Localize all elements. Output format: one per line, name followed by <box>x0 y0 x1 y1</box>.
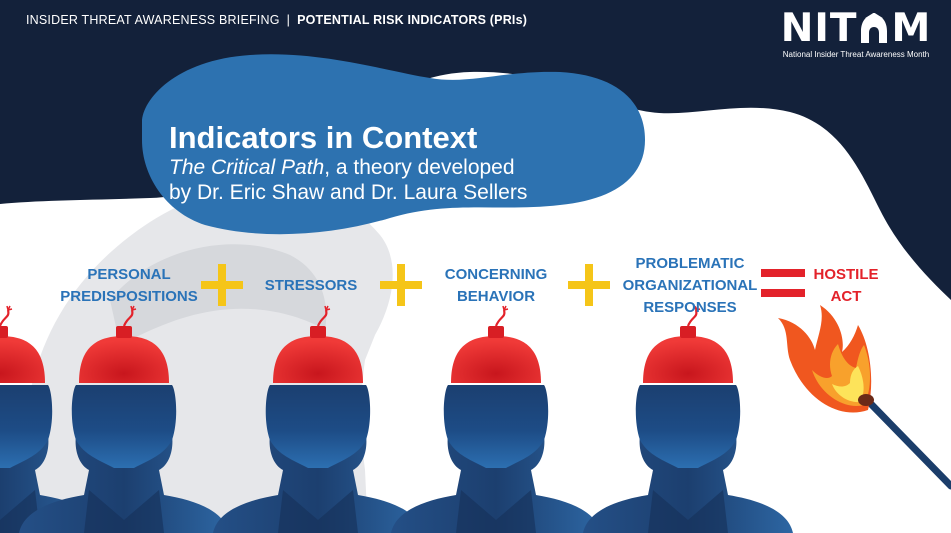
page-title: Indicators in Context <box>169 120 478 155</box>
subtitle-line-1: The Critical Path, a theory developed <box>169 155 527 180</box>
term-stressors: STRESSORS <box>264 277 358 294</box>
term-concerning-behavior: CONCERNING BEHAVIOR <box>444 266 548 305</box>
logo-word-end: M <box>891 6 932 51</box>
burning-match-icon <box>778 305 951 490</box>
subtitle-italic: The Critical Path <box>169 156 325 179</box>
logo-word-start: NIT <box>780 6 858 51</box>
subtitle-rest: , a theory developed <box>324 156 515 179</box>
term-problematic-organizational-responses: PROBLEMATIC ORGANIZATIONAL RESPONSES <box>622 255 758 316</box>
section-label: POTENTIAL RISK INDICATORS (PRIs) <box>297 13 528 27</box>
plus-icon <box>380 264 422 306</box>
briefing-label: INSIDER THREAT AWARENESS BRIEFING <box>26 13 280 27</box>
plus-icon <box>201 264 243 306</box>
equals-icon <box>761 269 805 297</box>
term-personal-predispositions: PERSONAL PREDISPOSITIONS <box>60 266 198 305</box>
plus-icon <box>568 264 610 306</box>
logo-tagline: National Insider Threat Awareness Month <box>782 50 930 59</box>
subtitle-line-2: by Dr. Eric Shaw and Dr. Laura Sellers <box>169 181 528 204</box>
bomb-head-icon <box>581 304 795 533</box>
term-hostile-act: HOSTILE ACT <box>813 266 879 305</box>
breadcrumb: INSIDER THREAT AWARENESS BRIEFING | POTENT… <box>26 13 527 27</box>
logo-wordmark: NIT M <box>781 8 932 50</box>
breadcrumb-separator: | <box>286 13 291 27</box>
helmet-icon <box>861 13 888 43</box>
bomb-head-icon <box>389 304 603 533</box>
nitam-logo: NIT M National Insider Threat Awareness M… <box>776 8 936 60</box>
title-blob <box>142 54 645 235</box>
title-block: Indicators in Context The Critical Path,… <box>169 121 527 205</box>
